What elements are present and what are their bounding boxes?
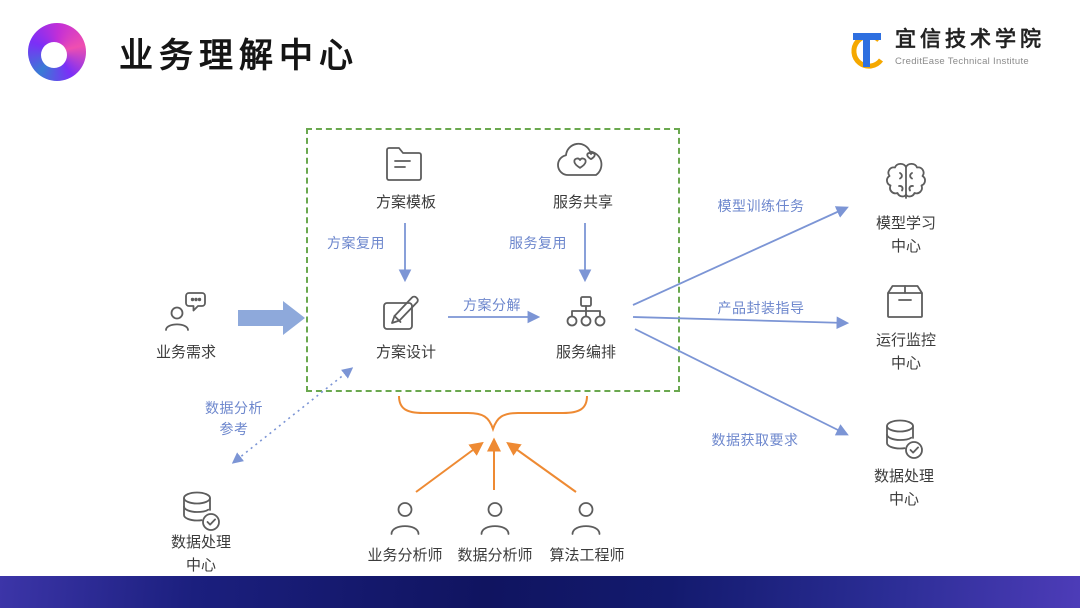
- brand-block: 宜信技术学院 CreditEase Technical Institute: [845, 27, 1045, 73]
- arrow-data-analysis-reference: [231, 367, 354, 464]
- node-plan-design-label: 方案设计: [375, 344, 437, 361]
- brand-text: 宜信技术学院 CreditEase Technical Institute: [895, 27, 1045, 67]
- brand-subtitle: CreditEase Technical Institute: [895, 56, 1029, 67]
- folder-icon: [382, 142, 428, 184]
- node-plan-template-label: 方案模板: [375, 194, 437, 211]
- edge-plan-decompose-label: 方案分解: [463, 297, 521, 313]
- chat-user-icon: [161, 287, 211, 337]
- block-arrow-business-demand: [238, 301, 305, 335]
- node-service-orchestration-label: 服务编排: [555, 344, 617, 361]
- edge-data-acquisition-req-label: 数据获取要求: [711, 432, 799, 448]
- node-business-analyst-label: 业务分析师: [367, 547, 443, 564]
- person-icon: [475, 498, 515, 538]
- edge-service-reuse-label: 服务复用: [509, 235, 567, 251]
- arrow-data-acquisition: [634, 328, 849, 436]
- arrow-product-packaging: [632, 316, 850, 330]
- orange-brace: [398, 395, 588, 433]
- node-run-monitor-center-label: 运行监控中心: [875, 332, 936, 372]
- database-check-icon: [880, 417, 926, 461]
- edge-data-analysis-reference-label: 数据分析参考: [205, 400, 263, 437]
- person-icon: [385, 498, 425, 538]
- arrow-model-training: [632, 206, 849, 306]
- brand-name: 宜信技术学院: [895, 28, 1045, 51]
- node-data-process-center-right-label: 数据处理中心: [873, 468, 934, 508]
- understanding-center-box: [306, 128, 680, 392]
- node-business-demand-label: 业务需求: [155, 344, 217, 361]
- page-title: 业务理解中心: [119, 37, 359, 75]
- cloud-share-icon: [553, 138, 611, 184]
- node-service-share-label: 服务共享: [552, 194, 614, 211]
- database-check-icon: [177, 489, 223, 533]
- edge-model-training-task-label: 模型训练任务: [717, 198, 805, 214]
- arrow-from-business-analyst: [415, 441, 484, 493]
- creditease-logo-icon: [851, 33, 884, 69]
- node-data-analyst-label: 数据分析师: [457, 547, 533, 564]
- node-data-process-center-left-label: 数据处理中心: [170, 534, 231, 574]
- edge-product-packaging-guide-label: 产品封装指导: [717, 300, 805, 316]
- person-icon: [566, 498, 606, 538]
- orchestration-tree-icon: [562, 295, 610, 333]
- app-logo: [28, 23, 86, 81]
- edge-plan-reuse-label: 方案复用: [327, 235, 385, 251]
- brain-icon: [881, 157, 931, 205]
- footer-bar: [0, 576, 1080, 608]
- package-box-icon: [882, 279, 928, 323]
- node-algorithm-engineer-label: 算法工程师: [549, 547, 625, 564]
- node-model-learning-center-label: 模型学习中心: [875, 215, 936, 255]
- arrow-from-algorithm-engineer: [506, 441, 577, 493]
- design-pad-icon: [380, 291, 428, 337]
